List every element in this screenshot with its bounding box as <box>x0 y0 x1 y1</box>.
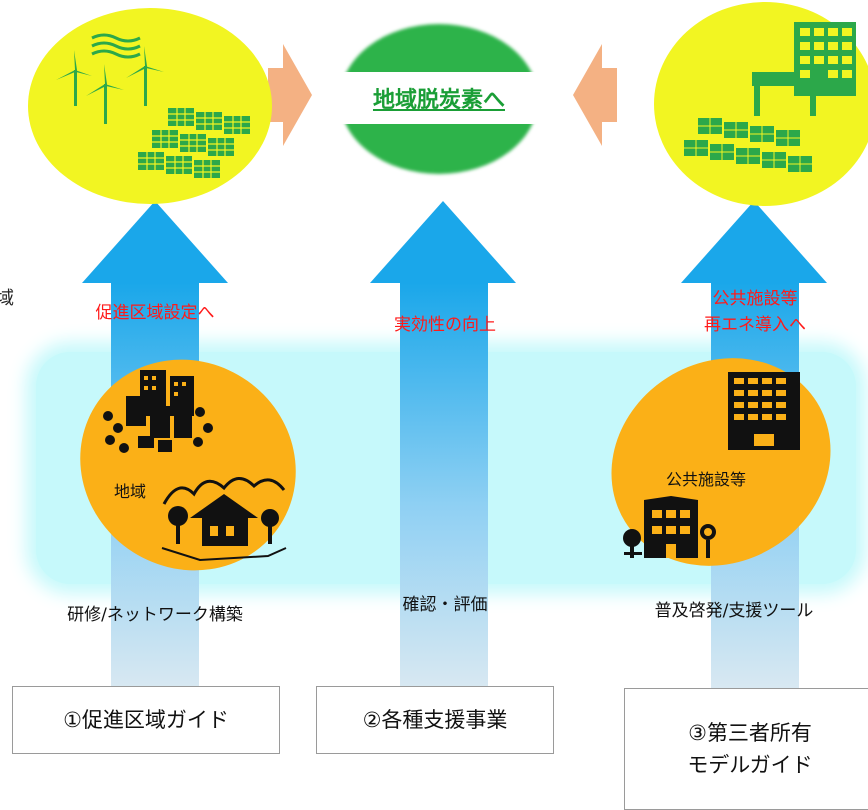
guide-box-1: ①促進区域ガイド <box>12 686 280 754</box>
left-arrow <box>573 44 617 146</box>
guide-box-2-label: ②各種支援事業 <box>362 708 508 732</box>
office-building-icon <box>728 372 800 450</box>
guide-box-3: ③第三者所有 モデルガイド <box>624 688 868 810</box>
wind-turbine-icon <box>56 33 164 124</box>
city-buildings-icon <box>103 370 213 453</box>
activity-label-3: 普及啓発/支援ツール <box>654 601 814 621</box>
cluster-label-public: 公共施設等 <box>666 470 747 489</box>
guide-box-3-line2: モデルガイド <box>687 753 813 777</box>
arrow-column-2 <box>370 201 516 688</box>
goal-label: 地域脱炭素へ <box>372 88 505 113</box>
factory-solar-icon <box>684 22 856 172</box>
activity-label-2: 確認・評価 <box>402 595 488 615</box>
arrow-label-3a: 公共施設等 <box>712 289 798 309</box>
guide-box-3-line1: ③第三者所有 <box>688 721 812 745</box>
renewables-ellipse <box>28 8 272 204</box>
solar-panel-icon <box>138 108 250 178</box>
arrow-label-1: 促進区域設定へ <box>95 303 215 323</box>
cluster-label-region: 地域 <box>114 482 147 501</box>
decarbonization-band <box>326 72 552 124</box>
guide-box-2: ②各種支援事業 <box>316 686 554 754</box>
activity-label-1: 研修/ネットワーク構築 <box>67 605 243 625</box>
school-building-icon <box>623 496 716 558</box>
side-text-fragment: 域 <box>0 288 14 309</box>
right-arrow <box>268 44 312 146</box>
arrow-label-3b: 再エネ導入へ <box>704 315 806 335</box>
rural-house-icon <box>161 477 287 562</box>
arrow-label-2: 実効性の向上 <box>394 315 496 335</box>
guide-box-1-label: ①促進区域ガイド <box>63 708 229 732</box>
